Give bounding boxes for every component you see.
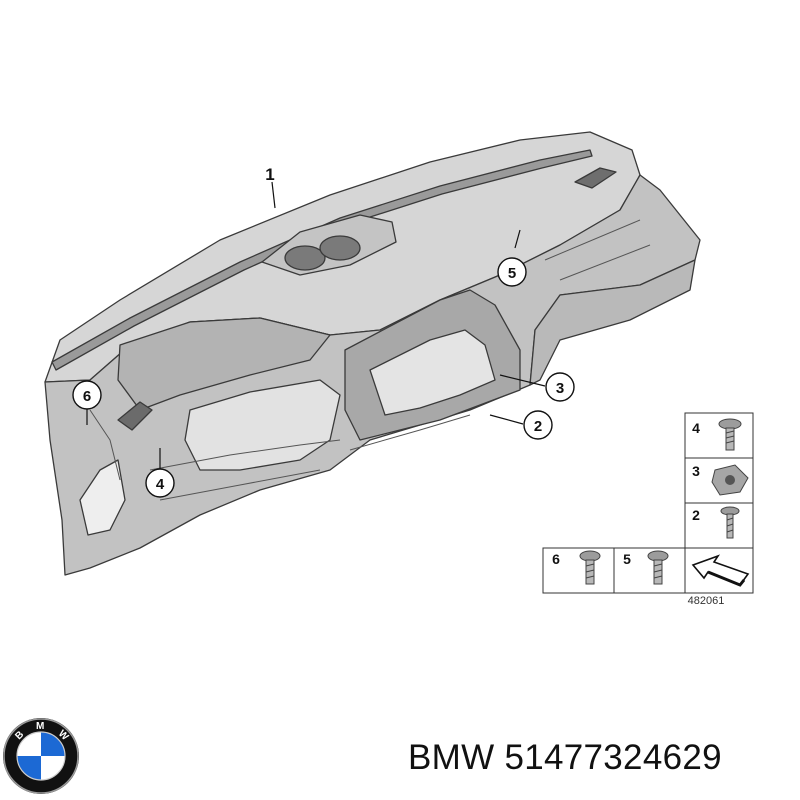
clip-nut-icon-3: [711, 464, 749, 496]
caption-part-number: 51477324629: [504, 738, 722, 777]
callout-2-label: 2: [534, 418, 542, 435]
callout-6-label: 6: [83, 388, 91, 405]
legend-number-5: 5: [623, 551, 631, 567]
defrost-vent-strip: [51, 149, 593, 371]
bmw-logo: B M W: [3, 718, 79, 794]
diagram-number: 482061: [688, 595, 725, 607]
right-lower-section: [529, 259, 696, 386]
left-end-vent: [117, 401, 153, 431]
legend-number-3: 3: [692, 463, 700, 479]
legend-number-4: 4: [692, 420, 700, 436]
callout-5-label: 5: [508, 265, 516, 282]
caption-brand: BMW: [408, 738, 495, 777]
screw-icon-6: [579, 550, 601, 585]
left-end-cutout: [79, 459, 126, 536]
callout-2: 2: [523, 410, 553, 440]
instrument-opening-left: [284, 245, 326, 271]
airbag-panel: [117, 317, 331, 411]
callout-6: 6: [72, 380, 102, 410]
callout-4: 4: [145, 468, 175, 498]
screw-icon-5: [647, 550, 669, 585]
legend-number-2: 2: [692, 507, 700, 523]
callout-1: 1: [265, 165, 274, 184]
part-caption: BMW 51477324629: [408, 738, 722, 778]
glovebox-opening: [184, 379, 341, 471]
center-stack-inner: [369, 329, 496, 416]
direction-arrow-icon: [691, 554, 750, 587]
callout-4-label: 4: [156, 476, 165, 493]
callout-3-label: 3: [556, 380, 564, 397]
screw-icon-2: [720, 506, 740, 539]
legend-cell-4: [684, 412, 754, 459]
callout-5: 5: [497, 257, 527, 287]
callout-3: 3: [545, 372, 575, 402]
legend-cell-2: [684, 502, 754, 549]
right-side-vent: [574, 167, 617, 189]
instrument-opening-right: [319, 235, 361, 261]
dashboard-illustration: [44, 131, 701, 576]
structure-lines: [89, 219, 651, 501]
leader-lines: [86, 181, 546, 470]
screw-icon-4: [718, 418, 742, 451]
legend-number-6: 6: [552, 551, 560, 567]
bmw-logo-letter-m: M: [36, 721, 44, 732]
